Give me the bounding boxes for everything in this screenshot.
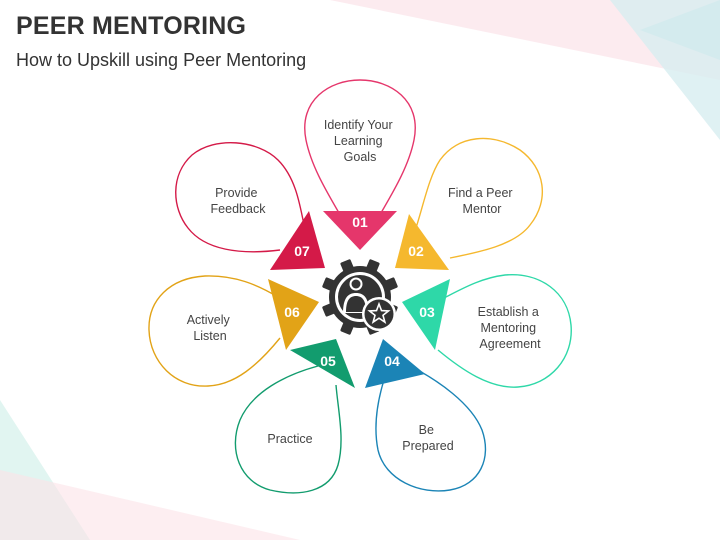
step-02-label: Find a Peer Mentor <box>448 186 516 216</box>
step-03-label: Establish a Mentoring Agreement <box>478 305 543 351</box>
step-06-petal <box>148 275 281 387</box>
step-01-number: 01 <box>352 214 368 230</box>
step-05-petal <box>234 365 342 494</box>
step-04-number: 04 <box>384 353 400 369</box>
step-03-petal <box>437 274 572 388</box>
page-subtitle: How to Upskill using Peer Mentoring <box>16 50 307 70</box>
page-title: PEER MENTORING <box>16 12 247 40</box>
step-04-petal <box>375 361 487 492</box>
step-04-triangle <box>365 339 425 388</box>
step-03-triangle <box>402 279 450 350</box>
step-02-petal <box>412 137 544 259</box>
step-01-petal <box>304 79 416 221</box>
step-06-number: 06 <box>284 304 300 320</box>
step-05-triangle <box>290 339 355 388</box>
step-05-label: Practice <box>267 432 312 446</box>
step-07-triangle <box>270 211 325 270</box>
step-01-label: Identify Your Learning Goals <box>324 118 396 164</box>
step-01-triangle <box>323 211 397 250</box>
gear-person-star-icon <box>322 259 398 335</box>
step-07-petal <box>175 141 306 253</box>
step-07-number: 07 <box>294 243 310 259</box>
step-06-triangle <box>268 279 319 350</box>
step-04-label: Be Prepared <box>402 423 453 453</box>
step-06-label: Actively Listen <box>187 313 234 343</box>
step-05-number: 05 <box>320 353 336 369</box>
step-02-number: 02 <box>408 243 424 259</box>
step-02-triangle <box>395 214 449 270</box>
step-07-label: Provide Feedback <box>211 186 267 216</box>
step-03-number: 03 <box>419 304 435 320</box>
